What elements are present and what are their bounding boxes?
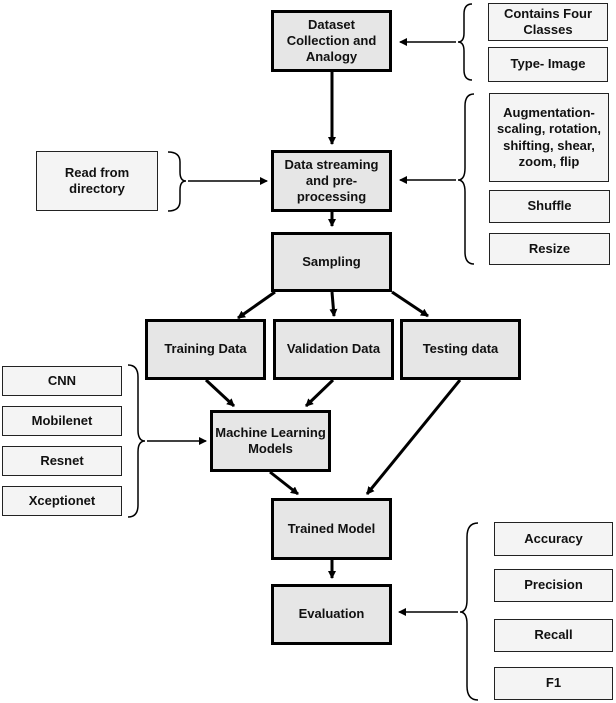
evaluation-label: Evaluation bbox=[298, 606, 365, 622]
sampling-label: Sampling bbox=[302, 253, 361, 269]
training-data-box: Training Data bbox=[145, 319, 266, 380]
arrow-models-to-trained bbox=[269, 470, 299, 496]
brace-read-source bbox=[167, 151, 187, 212]
model-cnn-label: CNN bbox=[47, 372, 77, 388]
dataset-collection-box: Dataset Collection and Analogy bbox=[271, 10, 392, 72]
model-xceptionet-label: Xceptionet bbox=[28, 492, 96, 508]
trained-model-label: Trained Model bbox=[287, 520, 376, 536]
read-from-directory-box: Read from directory bbox=[36, 151, 158, 211]
note-type-image-label: Type- Image bbox=[510, 56, 586, 72]
sampling-box: Sampling bbox=[271, 232, 392, 292]
model-mobilenet-label: Mobilenet bbox=[31, 412, 93, 428]
arrow-sampling-to-testing bbox=[391, 290, 429, 318]
metric-precision-label: Precision bbox=[524, 577, 583, 593]
validation-data-box: Validation Data bbox=[273, 319, 394, 380]
note-type-image: Type- Image bbox=[488, 47, 608, 82]
note-four-classes: Contains Four Classes bbox=[488, 3, 608, 41]
ml-models-label: Machine Learning Models bbox=[215, 424, 326, 456]
note-four-classes-label: Contains Four Classes bbox=[503, 5, 593, 37]
model-resnet: Resnet bbox=[2, 446, 122, 476]
note-resize-label: Resize bbox=[528, 240, 571, 256]
brace-preprocessing-notes bbox=[457, 93, 475, 265]
dataset-collection-label: Dataset Collection and Analogy bbox=[286, 16, 377, 65]
evaluation-box: Evaluation bbox=[271, 584, 392, 645]
metric-recall: Recall bbox=[494, 619, 613, 652]
testing-data-label: Testing data bbox=[422, 341, 499, 357]
testing-data-box: Testing data bbox=[400, 319, 521, 380]
model-mobilenet: Mobilenet bbox=[2, 406, 122, 436]
brace-dataset-notes bbox=[457, 3, 473, 81]
note-augmentation-label: Augmentation- scaling, rotation, shiftin… bbox=[496, 105, 601, 169]
data-streaming-box: Data streaming and pre-processing bbox=[271, 150, 392, 212]
trained-model-box: Trained Model bbox=[271, 498, 392, 560]
metric-recall-label: Recall bbox=[534, 627, 573, 643]
arrow-sampling-to-training bbox=[237, 290, 276, 320]
note-resize: Resize bbox=[489, 233, 610, 265]
arrow-testing-to-trained bbox=[365, 379, 462, 495]
metric-accuracy-label: Accuracy bbox=[524, 530, 583, 546]
model-resnet-label: Resnet bbox=[40, 452, 84, 468]
ml-models-box: Machine Learning Models bbox=[210, 410, 331, 472]
note-shuffle-label: Shuffle bbox=[527, 198, 572, 214]
metric-f1-label: F1 bbox=[545, 675, 562, 691]
metric-f1: F1 bbox=[494, 667, 613, 700]
model-xceptionet: Xceptionet bbox=[2, 486, 122, 516]
arrow-training-to-models bbox=[204, 378, 236, 408]
metric-precision: Precision bbox=[494, 569, 613, 602]
brace-models bbox=[127, 364, 146, 518]
brace-metrics bbox=[459, 522, 479, 701]
note-augmentation: Augmentation- scaling, rotation, shiftin… bbox=[489, 93, 609, 182]
data-streaming-label: Data streaming and pre-processing bbox=[284, 156, 379, 205]
arrow-validation-to-models bbox=[304, 378, 335, 408]
read-from-directory-label: Read from directory bbox=[64, 164, 130, 196]
note-shuffle: Shuffle bbox=[489, 190, 610, 223]
model-cnn: CNN bbox=[2, 366, 122, 396]
training-data-label: Training Data bbox=[164, 341, 247, 357]
metric-accuracy: Accuracy bbox=[494, 522, 613, 556]
arrow-sampling-to-validation bbox=[329, 291, 338, 317]
validation-data-label: Validation Data bbox=[286, 341, 381, 357]
